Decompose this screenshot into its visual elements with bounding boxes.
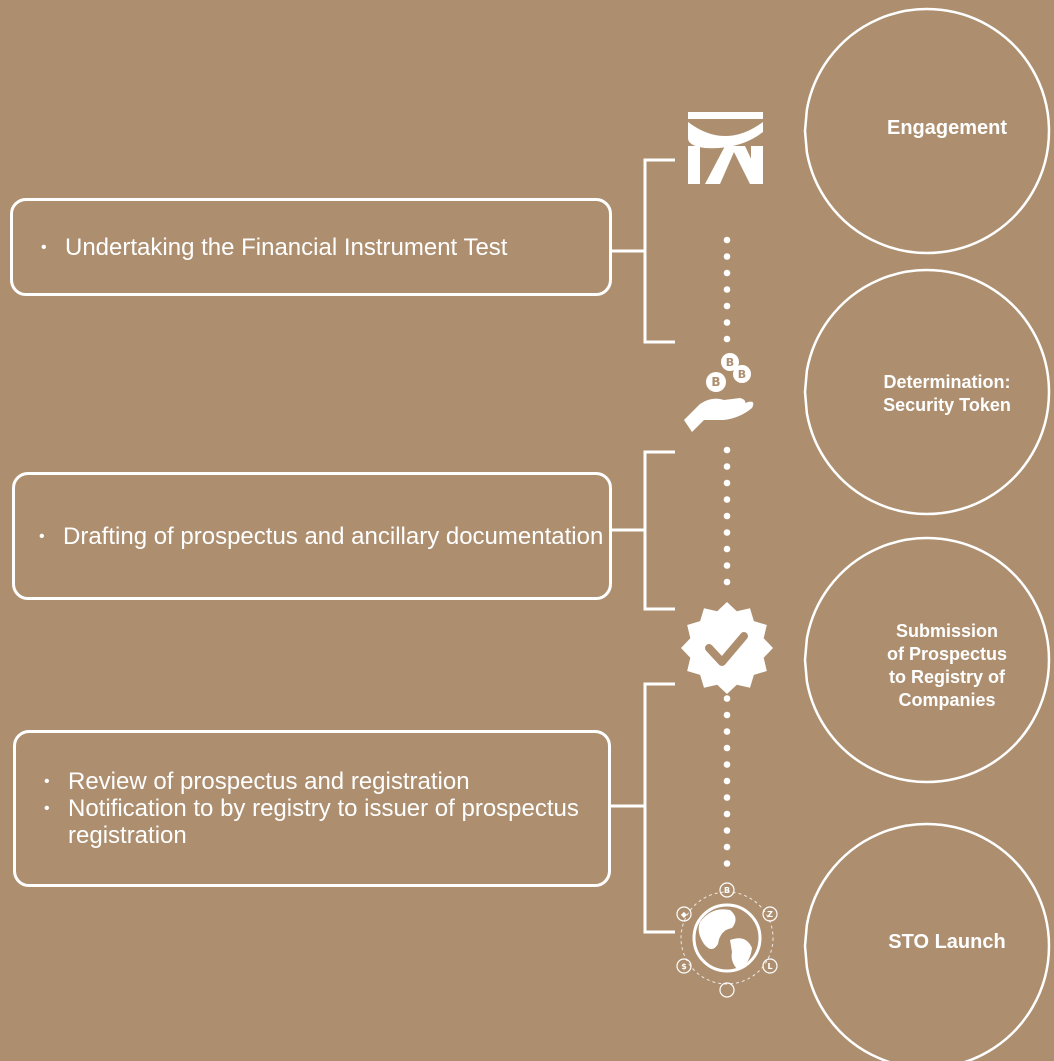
connector-dot bbox=[723, 860, 731, 867]
connector-dot bbox=[723, 286, 731, 293]
task-bullet: Drafting of prospectus and ancillary doc… bbox=[33, 523, 603, 550]
connector-dot bbox=[723, 236, 731, 244]
bitcoin-hand-icon: B B B bbox=[684, 353, 754, 432]
stage-label-engagement: Engagement bbox=[848, 117, 1046, 140]
connector-dot bbox=[723, 777, 731, 785]
task-box-2: Drafting of prospectus and ancillary doc… bbox=[12, 472, 612, 600]
connector-dot bbox=[723, 843, 731, 851]
svg-text:B: B bbox=[711, 375, 720, 389]
connector-dot bbox=[723, 335, 731, 343]
bracket-3 bbox=[643, 682, 675, 934]
stage-label-line: STO Launch bbox=[888, 931, 1006, 953]
connector-dot bbox=[723, 302, 731, 310]
stage-label-line: to Registry of bbox=[888, 667, 1005, 687]
connector-dot bbox=[723, 761, 731, 768]
stage-label-line: Companies bbox=[898, 690, 996, 710]
connector-dot bbox=[723, 711, 731, 719]
task-box-3: Review of prospectus and registration No… bbox=[13, 730, 611, 887]
stage-label-sto-launch: STO Launch bbox=[848, 931, 1046, 954]
connector-dot bbox=[723, 744, 731, 752]
connector-dot bbox=[723, 827, 731, 834]
svg-text:B: B bbox=[738, 368, 746, 381]
connector-dot bbox=[723, 269, 731, 277]
connector-dot bbox=[723, 496, 731, 503]
svg-text:$: $ bbox=[681, 962, 687, 971]
connector-dot bbox=[723, 319, 731, 326]
verified-badge-icon bbox=[681, 602, 773, 694]
task-list-2: Drafting of prospectus and ancillary doc… bbox=[33, 523, 603, 550]
task-box-1: Undertaking the Financial Instrument Tes… bbox=[10, 198, 612, 296]
connector-dot bbox=[723, 794, 731, 801]
task-bullet: Review of prospectus and registration bbox=[38, 768, 608, 795]
connector-dot bbox=[723, 578, 731, 586]
svg-text:◆: ◆ bbox=[681, 910, 688, 919]
connector-dot bbox=[723, 253, 731, 260]
svg-text:Z: Z bbox=[767, 910, 773, 919]
stage-label-determination: Determination: Security Token bbox=[848, 371, 1046, 417]
task-bullet: Notification to by registry to issuer of… bbox=[38, 795, 608, 849]
bracket-2 bbox=[643, 450, 675, 611]
task-list-1: Undertaking the Financial Instrument Tes… bbox=[35, 234, 507, 261]
connector-dot bbox=[723, 695, 731, 702]
task-list-3: Review of prospectus and registration No… bbox=[38, 768, 608, 849]
dotted-connector bbox=[723, 236, 731, 867]
law-firm-logo-icon bbox=[688, 112, 763, 184]
connector-dot bbox=[723, 463, 731, 470]
stage-bubble-1 bbox=[803, 7, 1051, 255]
connector-dot bbox=[723, 446, 731, 454]
connector-dot bbox=[723, 529, 731, 536]
stage-label-line: Submission bbox=[895, 621, 998, 641]
globe-crypto-icon: B Z L $ ◆ bbox=[676, 882, 778, 998]
svg-text:L: L bbox=[767, 962, 772, 971]
task-bullet: Undertaking the Financial Instrument Tes… bbox=[35, 234, 507, 261]
stage-bubble-4 bbox=[803, 822, 1051, 1061]
connector-dot bbox=[723, 562, 731, 569]
stage-label-line: Security Token bbox=[883, 395, 1011, 415]
stage-bubble-3 bbox=[803, 536, 1051, 784]
svg-text:B: B bbox=[726, 356, 734, 369]
stage-bubble-2 bbox=[803, 268, 1051, 516]
stage-label-line: of Prospectus bbox=[886, 644, 1008, 664]
stage-label-line: Determination: bbox=[883, 372, 1011, 392]
connector-dot bbox=[723, 545, 731, 553]
stage-label-submission: Submission of Prospectus to Registry of … bbox=[848, 620, 1046, 712]
connector-dot bbox=[723, 728, 731, 735]
connector-dot bbox=[723, 512, 731, 520]
svg-text:B: B bbox=[724, 886, 730, 895]
connector-dot bbox=[723, 479, 731, 487]
connector-dot bbox=[723, 810, 731, 818]
stage-label-line: Engagement bbox=[886, 117, 1008, 139]
bracket-1 bbox=[643, 158, 675, 344]
